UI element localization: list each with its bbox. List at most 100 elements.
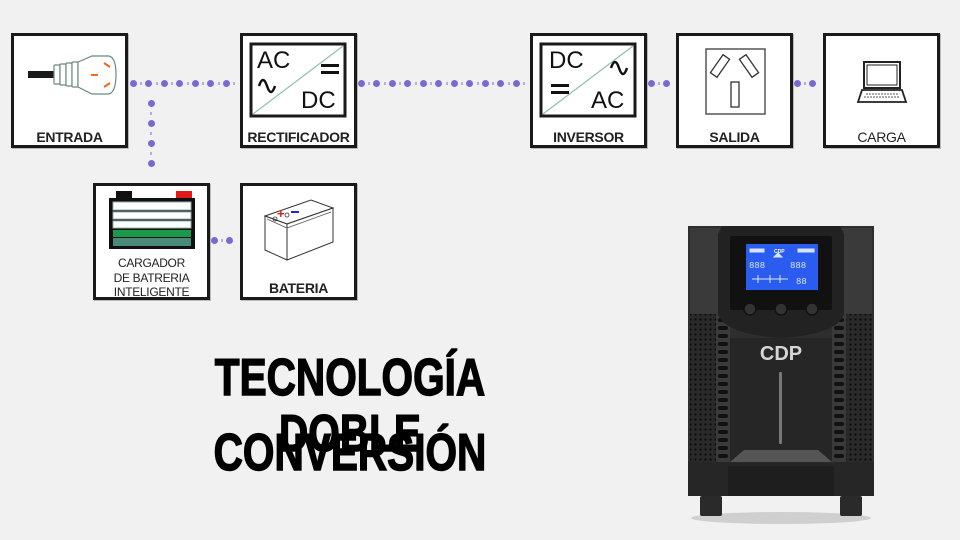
- connector-tick: [233, 81, 235, 85]
- vent-slot: [718, 446, 728, 450]
- connector-tick: [430, 81, 432, 85]
- svg-text:88: 88: [796, 277, 807, 287]
- power-outlet-icon: [705, 48, 766, 115]
- svg-text:CDP: CDP: [774, 249, 785, 255]
- vent-slot: [834, 398, 844, 402]
- vent-slot: [718, 350, 728, 354]
- connector-tick: [221, 238, 223, 242]
- vent-slot: [834, 406, 844, 410]
- node-label: CARGA: [857, 129, 906, 145]
- vent-slot: [834, 326, 844, 330]
- node-entrada: ENTRADA: [11, 33, 128, 148]
- connector-dot: [191, 79, 199, 87]
- connector-tick: [140, 81, 142, 85]
- connector-tick: [150, 132, 152, 135]
- vent-slot: [718, 358, 728, 362]
- svg-text:DC: DC: [301, 87, 336, 114]
- vent-slot: [834, 438, 844, 442]
- connector-tick: [150, 112, 152, 115]
- connector-dot: [481, 79, 489, 87]
- title-line-1: TECNOLOGÍA DOBLE: [214, 349, 486, 463]
- node-label: BATERIA: [268, 280, 329, 296]
- vent-slot: [718, 374, 728, 378]
- connector-dot: [222, 79, 230, 87]
- connector-tick: [523, 81, 525, 85]
- connector-tick: [414, 81, 417, 85]
- connector-dot: [497, 79, 504, 87]
- battery-charger-icon: [109, 191, 195, 249]
- connector-dot: [809, 79, 816, 87]
- vent-slot: [718, 366, 728, 370]
- vent-slot: [718, 422, 728, 426]
- connector-tick: [507, 81, 510, 85]
- connector-dot: [357, 79, 365, 87]
- connector-dot: [129, 79, 137, 87]
- connector-tick: [186, 81, 189, 85]
- node-label: ENTRADA: [36, 129, 103, 145]
- connector-dot: [663, 79, 670, 87]
- ac-dc-converter-icon: AC DC: [249, 42, 347, 118]
- vent-slot: [834, 350, 844, 354]
- connector-tick: [171, 81, 173, 85]
- brand-logo: CDP: [760, 343, 802, 365]
- connector-dot: [226, 236, 233, 244]
- connector-tick: [658, 81, 660, 85]
- vent-slot: [718, 406, 728, 410]
- vent-slot: [834, 366, 844, 370]
- connector-tick: [461, 81, 463, 85]
- vent-slot: [718, 382, 728, 386]
- connector-dot: [160, 79, 168, 87]
- vent-slot: [718, 334, 728, 338]
- vent-slot: [718, 326, 728, 330]
- node-cargador: CARGADOR DE BATRERIA INTELIGENTE: [93, 183, 210, 300]
- vent-slot: [834, 446, 844, 450]
- connector-dot: [647, 79, 655, 87]
- svg-text:AC: AC: [591, 87, 624, 114]
- connector-dot: [145, 79, 152, 87]
- connector-dot: [435, 79, 442, 87]
- vent-slot: [718, 438, 728, 442]
- node-label: SALIDA: [709, 129, 760, 145]
- node-label-line: DE BATRERIA: [113, 271, 190, 285]
- vent-slot: [834, 454, 844, 458]
- connector-tick: [150, 152, 152, 155]
- vent-slot: [834, 422, 844, 426]
- connector-dot: [450, 79, 458, 87]
- node-label-line: INTELIGENTE: [113, 285, 190, 299]
- vent-slot: [718, 390, 728, 394]
- connector-tick: [202, 81, 204, 85]
- vent-slot: [718, 342, 728, 346]
- vent-slot: [718, 454, 728, 458]
- svg-text:+: +: [277, 206, 285, 221]
- connector-dot: [207, 79, 214, 87]
- vent-slot: [834, 374, 844, 378]
- ups-device-image: CDP 888 888 88 CDP: [688, 226, 874, 524]
- connector-tick: [383, 81, 386, 85]
- connector-tick: [492, 81, 494, 85]
- node-salida: SALIDA: [676, 33, 793, 148]
- connector-dot: [404, 79, 411, 87]
- connector-dot: [512, 79, 520, 87]
- connector-dot: [419, 79, 427, 87]
- connector-tick: [445, 81, 448, 85]
- vent-slot: [718, 414, 728, 418]
- node-label: INVERSOR: [553, 129, 624, 145]
- vent-slot: [834, 358, 844, 362]
- svg-text:888: 888: [749, 261, 765, 271]
- title-line-2: CONVERSIÓN: [213, 424, 487, 482]
- vent-slot: [834, 382, 844, 386]
- node-carga: CARGA: [823, 33, 940, 148]
- dc-ac-converter-icon: DC AC: [539, 42, 637, 118]
- node-inversor: DC AC INVERSOR: [530, 33, 647, 148]
- connector-dot: [793, 79, 801, 87]
- vent-slot: [834, 334, 844, 338]
- connector-tick: [368, 81, 370, 85]
- node-label-line: CARGADOR: [118, 256, 185, 270]
- connector-tick: [476, 81, 479, 85]
- vent-slot: [834, 390, 844, 394]
- laptop-icon: [856, 61, 908, 103]
- connector-dot: [147, 139, 155, 147]
- connector-dot: [176, 79, 183, 87]
- connector-dot: [210, 236, 218, 244]
- vent-slot: [834, 414, 844, 418]
